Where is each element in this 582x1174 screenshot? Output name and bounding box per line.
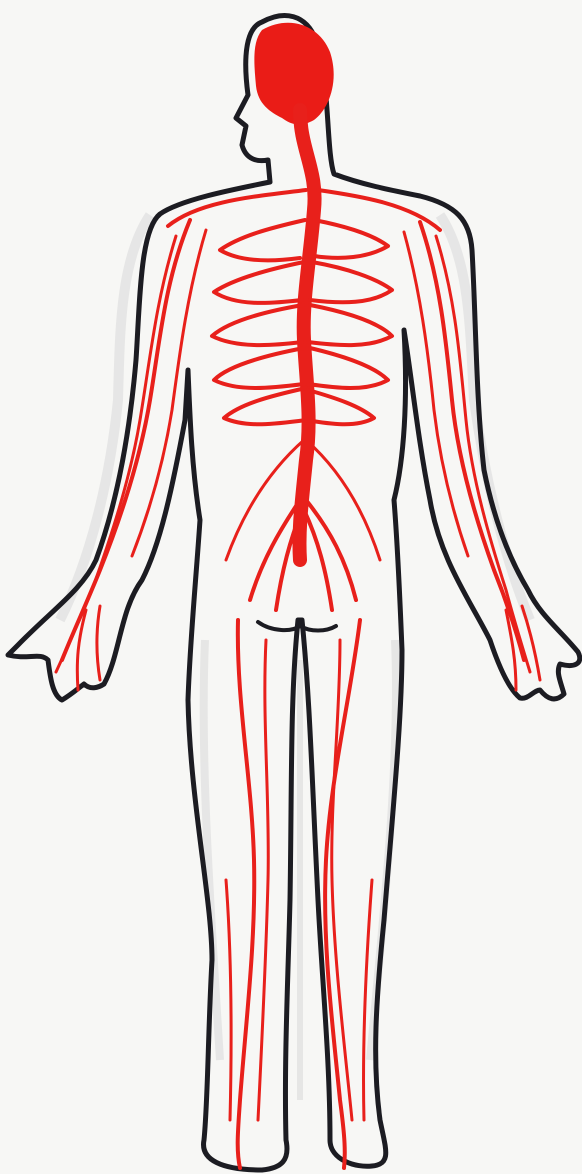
nervous-system-drawing	[0, 0, 582, 1174]
paper-background	[0, 0, 582, 1174]
